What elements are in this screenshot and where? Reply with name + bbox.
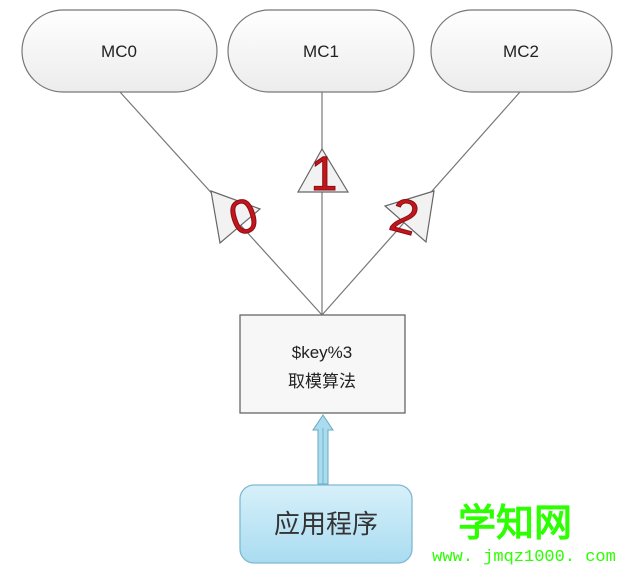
watermark-title: 学知网 — [458, 502, 572, 545]
edge-label-1: 1 — [311, 148, 338, 201]
node-algorithm[interactable]: $key%3 取模算法 — [239, 314, 406, 414]
algo-name: 取模算法 — [288, 372, 356, 391]
app-label: 应用程序 — [274, 509, 378, 539]
node-mc1[interactable]: MC1 — [227, 9, 415, 93]
arrow-triangle-0 — [210, 190, 262, 245]
node-mc2[interactable]: MC2 — [430, 9, 613, 93]
watermark-url: www. jmqz1000. com — [432, 548, 616, 567]
node-label: MC1 — [303, 42, 339, 61]
arrow-triangle-2 — [383, 190, 435, 244]
algo-expression: $key%3 — [292, 343, 352, 362]
node-mc0[interactable]: MC0 — [21, 9, 218, 93]
edge-label-2: 2 — [385, 188, 425, 246]
edge-label-0: 0 — [223, 188, 265, 247]
up-arrow — [312, 414, 334, 485]
arrow-triangle-1 — [296, 147, 350, 193]
node-label: MC0 — [101, 42, 137, 61]
node-label: MC2 — [503, 42, 539, 61]
node-application[interactable]: 应用程序 — [239, 484, 413, 564]
